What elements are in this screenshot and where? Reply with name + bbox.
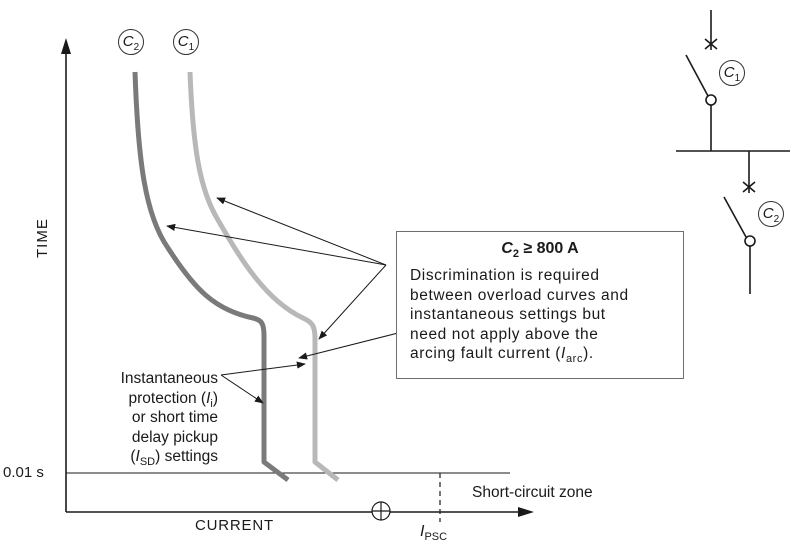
x-axis-label: CURRENT [195,517,274,534]
callout-body: Discrimination is required between overl… [410,267,629,366]
single-line-schematic [676,10,790,294]
instantaneous-label: Instantaneous protection (Ii) or short t… [120,370,218,469]
psc-label: IPSC [420,523,448,544]
y-axis-label: TIME [34,218,51,258]
curve-c2 [132,71,290,482]
short-circuit-zone-label: Short-circuit zone [472,484,593,501]
schematic-marker-c2: C2 [758,201,784,227]
schematic-marker-c1: C1 [719,60,745,86]
callout-arrow-c2-overload [166,223,387,266]
callout-arrow-c1-overload [216,197,387,266]
y-tick-0-01s: 0.01 s [3,464,44,481]
inst-arrow-c2 [220,374,264,404]
callout-arrow-c1-inst [318,264,387,340]
curve-c1 [187,71,340,482]
callout-arrow-arc [298,329,411,360]
discrimination-callout: C2 ≥ 800 A Discrimination is required be… [396,231,684,379]
x-axis-arrowhead [518,507,534,517]
marker-c1: C1 [173,29,199,55]
marker-c2: C2 [118,29,144,55]
callout-title: C2 ≥ 800 A [501,240,579,261]
inst-arrow-c1 [220,361,306,376]
y-axis-arrowhead [61,38,71,54]
